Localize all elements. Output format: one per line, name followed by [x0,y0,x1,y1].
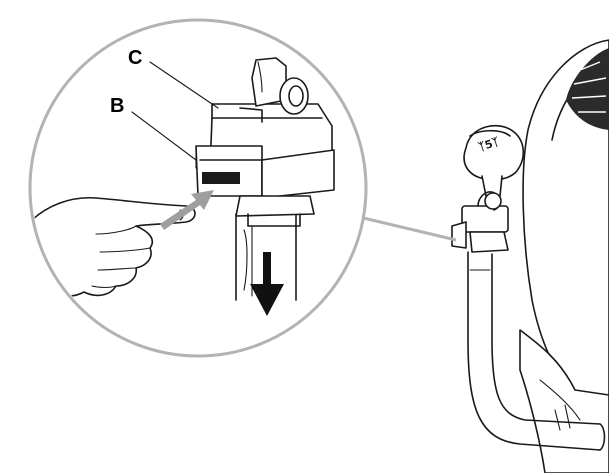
label-leaders [131,61,219,169]
oil-fill-cap: ᛉ5ᛉ [463,124,525,197]
drain-hose-clip [451,191,509,253]
pointer-arrow [160,190,214,230]
magnified-detail: B C [28,18,368,358]
arrow-down-icon [250,252,284,316]
engine-housing [519,39,609,473]
magnified-clip [195,57,335,227]
oil-drain-hose [467,251,606,451]
label-c: C [128,47,142,69]
callout-leader [354,214,457,242]
label-b: B [110,95,124,117]
oil-cap-marking: ᛉ5ᛉ [477,135,501,154]
